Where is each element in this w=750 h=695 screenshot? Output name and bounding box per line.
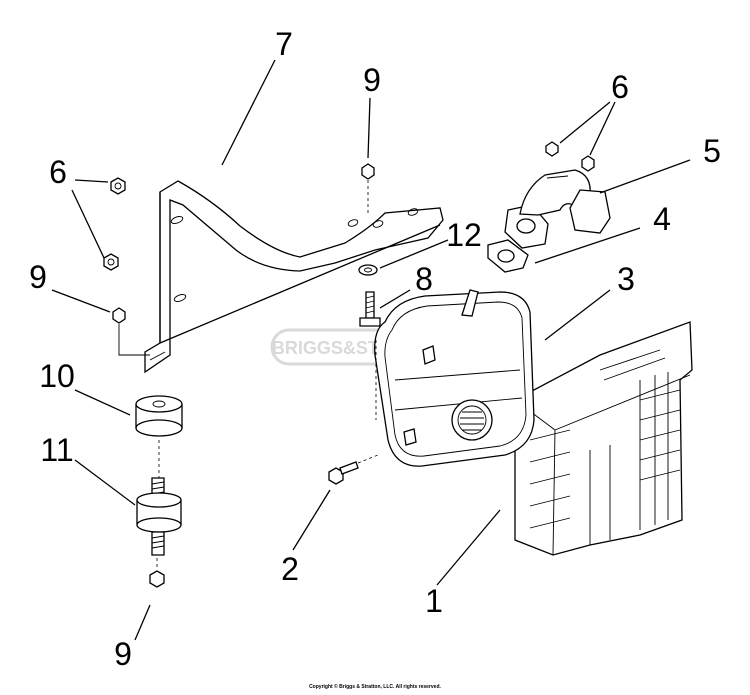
callout-5: 5	[703, 133, 721, 169]
hex-nut	[545, 141, 595, 172]
callout-6: 6	[49, 154, 67, 190]
leader-lines	[51, 59, 691, 641]
washer	[358, 264, 378, 276]
muffler	[374, 289, 535, 467]
callout-3: 3	[617, 261, 635, 297]
hex-nut	[103, 177, 126, 271]
callout-2: 2	[281, 551, 299, 587]
callout-10: 10	[39, 358, 75, 394]
muffler-bracket	[144, 180, 444, 374]
callout-7: 7	[275, 26, 293, 62]
callout-9: 9	[363, 62, 381, 98]
muffler-guard	[514, 321, 693, 556]
callout-8: 8	[415, 261, 433, 297]
screw	[328, 454, 379, 485]
copyright-notice: Copyright © Briggs & Stratton, LLC. All …	[309, 684, 441, 690]
callout-9: 9	[114, 636, 132, 672]
exhaust-elbow	[504, 169, 611, 249]
rubber-mount	[135, 395, 183, 478]
exhaust-gasket	[487, 239, 529, 273]
callout-4: 4	[653, 201, 671, 237]
callout-6: 6	[611, 69, 629, 105]
callout-labels: 7 9 6 5 6 4 12 3 9 8 10 11 2 1 9	[29, 26, 721, 672]
callout-11: 11	[40, 432, 73, 468]
callout-1: 1	[425, 583, 443, 619]
callout-12: 12	[446, 217, 482, 253]
threaded-mount	[136, 477, 182, 556]
callout-9: 9	[29, 259, 47, 295]
flange-screw	[112, 163, 375, 588]
bolt	[359, 291, 381, 327]
